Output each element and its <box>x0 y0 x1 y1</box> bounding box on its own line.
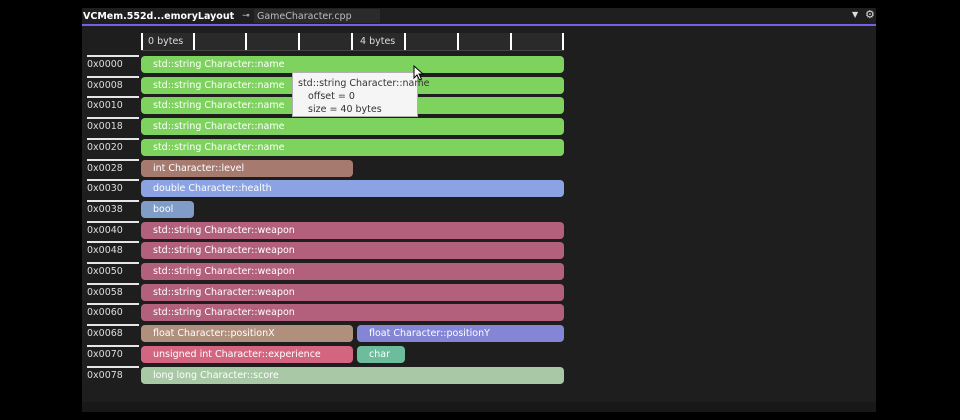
row-separator <box>87 96 139 99</box>
row-offset-label: 0x0048 <box>87 245 123 257</box>
tab-game-character-cpp[interactable]: GameCharacter.cpp <box>254 9 380 23</box>
ruler-underline <box>141 50 564 51</box>
row-offset-label: 0x0028 <box>87 162 123 174</box>
row-separator <box>87 117 139 120</box>
row-offset-label: 0x0020 <box>87 141 123 153</box>
tab-title: VCMem.552d...emoryLayout <box>83 10 235 22</box>
row-offset-label: 0x0010 <box>87 100 123 112</box>
field-block[interactable]: float Character::positionX <box>141 325 353 343</box>
row-separator <box>87 282 139 285</box>
tab-memory-layout[interactable]: VCMem.552d...emoryLayout ⊸ ✕ <box>82 8 265 24</box>
row-separator <box>87 303 139 306</box>
tab-bar: VCMem.552d...emoryLayout ⊸ ✕ GameCharact… <box>82 8 876 24</box>
tooltip-size: size = 40 bytes <box>308 104 382 115</box>
row-offset-label: 0x0000 <box>87 59 123 70</box>
field-block[interactable]: std::string Character::name <box>141 118 564 136</box>
mouse-cursor-icon <box>413 65 425 81</box>
ruler-tick <box>351 33 353 50</box>
ruler-tick <box>457 33 459 50</box>
ruler-tick <box>510 33 512 50</box>
field-tooltip: std::string Character::name offset = 0 s… <box>292 72 430 117</box>
row-offset-label: 0x0018 <box>87 121 123 133</box>
row-separator <box>87 241 139 244</box>
ruler-tick <box>245 33 247 50</box>
chevron-down-icon[interactable]: ▼ <box>852 10 859 19</box>
field-block[interactable]: unsigned int Character::experience <box>141 345 353 363</box>
gear-icon[interactable]: ⚙ <box>865 8 875 21</box>
byte-ruler: 0 bytes 4 bytes <box>141 33 564 50</box>
field-block[interactable]: std::string Character::name <box>141 56 564 73</box>
pin-icon[interactable]: ⊸ <box>242 11 250 21</box>
field-block[interactable]: std::string Character::weapon <box>141 304 564 322</box>
field-block[interactable]: std::string Character::weapon <box>141 221 564 239</box>
field-block[interactable]: std::string Character::weapon <box>141 283 564 301</box>
field-block[interactable]: std::string Character::weapon <box>141 263 564 280</box>
field-block[interactable]: char <box>357 345 405 363</box>
row-offset-label: 0x0050 <box>87 266 123 277</box>
ruler-tick <box>141 33 143 50</box>
ruler-label-mid: 4 bytes <box>360 36 396 47</box>
ruler-tick <box>298 33 300 50</box>
row-offset-label: 0x0040 <box>87 224 123 236</box>
row-offset-label: 0x0068 <box>87 328 123 340</box>
row-offset-label: 0x0070 <box>87 348 123 360</box>
active-tab-accent <box>82 24 876 26</box>
row-offset-label: 0x0030 <box>87 183 123 195</box>
row-separator <box>87 158 139 161</box>
tab-title: GameCharacter.cpp <box>257 10 352 22</box>
field-block[interactable]: double Character::health <box>141 180 564 198</box>
field-block[interactable]: long long Character::score <box>141 366 564 384</box>
ruler-tick <box>404 33 406 50</box>
row-separator <box>87 220 139 223</box>
field-block[interactable]: std::string Character::name <box>141 138 564 156</box>
row-separator <box>87 262 139 264</box>
ruler-tick <box>562 33 564 50</box>
row-offset-label: 0x0078 <box>87 369 123 381</box>
memory-layout-window: VCMem.552d...emoryLayout ⊸ ✕ GameCharact… <box>82 8 876 412</box>
row-separator <box>87 365 139 368</box>
ruler-label-start: 0 bytes <box>148 36 184 47</box>
field-block[interactable]: std::string Character::weapon <box>141 242 564 260</box>
row-offset-label: 0x0060 <box>87 307 123 319</box>
ruler-tick <box>193 33 195 50</box>
field-block[interactable]: bool <box>141 200 194 218</box>
field-block[interactable]: float Character::positionY <box>357 325 564 343</box>
tooltip-offset: offset = 0 <box>308 91 355 102</box>
row-separator <box>87 199 139 202</box>
row-separator <box>87 75 139 78</box>
tooltip-title: std::string Character::name <box>298 78 430 89</box>
row-separator <box>87 137 139 140</box>
field-block[interactable]: int Character::level <box>141 159 353 177</box>
row-separator <box>87 344 139 347</box>
row-offset-label: 0x0038 <box>87 203 123 215</box>
row-offset-label: 0x0058 <box>87 286 123 298</box>
row-separator <box>87 55 139 57</box>
row-separator <box>87 324 139 327</box>
row-separator <box>87 179 139 182</box>
row-offset-label: 0x0008 <box>87 79 123 91</box>
bottom-scrollbar[interactable] <box>82 402 876 412</box>
